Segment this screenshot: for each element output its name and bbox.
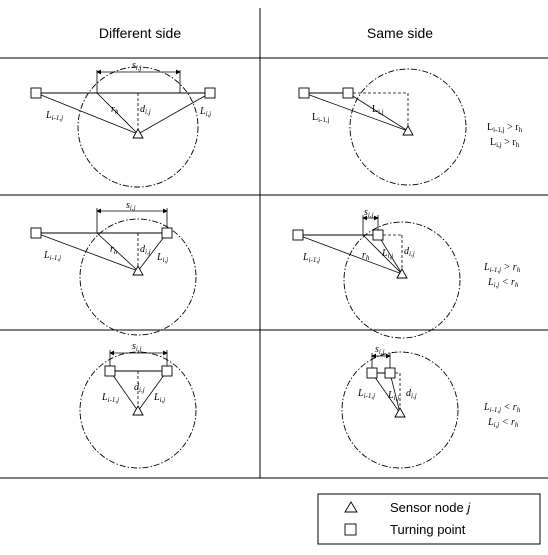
line-Lprev xyxy=(35,92,139,135)
table-grid xyxy=(0,8,548,479)
line-Lcur xyxy=(137,370,168,412)
condition-line-1: Li-1,j > rh xyxy=(483,262,521,274)
label-s: si,j xyxy=(364,207,374,219)
header-same-side: Same side xyxy=(367,25,433,41)
label-Lcur: Li,j xyxy=(372,104,384,116)
condition-r3: Li-1,j < rh Li,j < rh xyxy=(483,402,521,429)
turning-point-square xyxy=(161,365,173,377)
condition-r1: Li-1,j > rh Li,j > rh xyxy=(487,122,523,149)
condition-line-2: Li,j > rh xyxy=(490,137,520,149)
label-Lcur: Li,j xyxy=(381,248,393,260)
line-rh xyxy=(96,232,139,272)
label-r: rh xyxy=(362,250,370,262)
label-Lprev: Li-1,j xyxy=(357,388,375,400)
label-Lcur: Li,j xyxy=(387,390,399,402)
condition-r2: Li-1,j > rh Li,j < rh xyxy=(483,262,521,289)
range-circle xyxy=(77,66,199,188)
label-d: di,j xyxy=(134,382,145,394)
line-Lprev xyxy=(371,372,401,414)
sensor-node-triangle xyxy=(132,128,144,139)
condition-line-2: Li,j < rh xyxy=(487,417,519,429)
label-r: rh xyxy=(110,244,118,256)
condition-line-1: Li-1,j < rh xyxy=(483,402,521,414)
turning-point-square xyxy=(161,227,173,239)
line-Lprev xyxy=(303,92,409,132)
turning-point-square xyxy=(298,87,310,99)
line-rh xyxy=(362,234,403,275)
line-Lprev xyxy=(297,234,403,275)
turning-point-square xyxy=(204,87,216,99)
legend-box xyxy=(317,493,541,545)
label-s: si,j xyxy=(375,344,385,356)
line-Lprev xyxy=(35,232,139,272)
sensor-node-triangle xyxy=(132,405,144,416)
sensor-node-triangle xyxy=(402,125,414,136)
turning-point-square xyxy=(372,229,384,241)
range-circle xyxy=(349,68,467,186)
panel-r1-same: Li-1,j Li,j xyxy=(298,68,467,186)
condition-line-2: Li,j < rh xyxy=(487,277,519,289)
line-Lcur xyxy=(377,234,403,275)
turning-point-square xyxy=(366,367,378,379)
label-Lprev: Li-1,j xyxy=(312,112,330,124)
line-Lcur xyxy=(389,372,401,414)
range-circle xyxy=(343,221,461,339)
label-d: di,j xyxy=(404,246,415,258)
turning-point-square xyxy=(104,365,116,377)
line-Lprev xyxy=(109,370,139,412)
sensor-node-triangle xyxy=(394,407,406,418)
panel-r2-different: si,j rh di,j Li-1,j Li,j xyxy=(30,200,197,336)
label-Lcur: Li,j xyxy=(156,252,168,264)
legend-sensor-label: Sensor node j xyxy=(390,500,471,515)
label-s: si,j xyxy=(132,341,142,353)
legend-sensor-triangle-icon xyxy=(344,501,358,513)
label-Lprev: Li-1,j xyxy=(43,250,61,262)
sensor-node-triangle xyxy=(396,268,408,279)
range-circle xyxy=(341,351,459,469)
panel-r2-same: si,j rh di,j Li-1,j Li,j xyxy=(292,207,461,339)
legend-turning-square-icon xyxy=(344,523,357,536)
label-d: di,j xyxy=(406,388,417,400)
turning-point-square xyxy=(30,87,42,99)
label-r: rh xyxy=(111,104,119,116)
label-Lcur: Li,j xyxy=(199,106,211,118)
header-different-side: Different side xyxy=(99,25,181,41)
panel-r3-same: si,j di,j Li-1,j Li,j xyxy=(341,344,459,469)
line-rh xyxy=(96,92,139,135)
label-Lprev: Li-1,j xyxy=(101,392,119,404)
line-Lcur xyxy=(137,92,211,135)
sensor-node-triangle xyxy=(132,265,144,276)
label-Lprev: Li-1,j xyxy=(45,110,63,122)
legend: Sensor node j Turning point xyxy=(317,493,541,545)
label-d: di,j xyxy=(140,244,151,256)
panel-r3-different: si,j di,j Li-1,j Li,j xyxy=(79,341,197,469)
label-d: di,j xyxy=(140,104,151,116)
line-Lcur xyxy=(347,92,409,132)
label-s: si,j xyxy=(132,60,142,72)
line-Lcur xyxy=(137,232,168,272)
condition-line-1: Li-1,j > rh xyxy=(487,122,523,134)
label-Lcur: Li,j xyxy=(153,392,165,404)
turning-point-square xyxy=(342,87,354,99)
range-circle xyxy=(79,218,197,336)
label-s: si,j xyxy=(126,200,136,212)
turning-point-square xyxy=(292,229,304,241)
legend-turning-label: Turning point xyxy=(390,522,466,537)
turning-point-square xyxy=(384,367,396,379)
turning-point-square xyxy=(30,227,42,239)
panel-r1-different: si,j rh di,j Li-1,j Li,j xyxy=(30,60,216,188)
label-Lprev: Li-1,j xyxy=(302,252,320,264)
